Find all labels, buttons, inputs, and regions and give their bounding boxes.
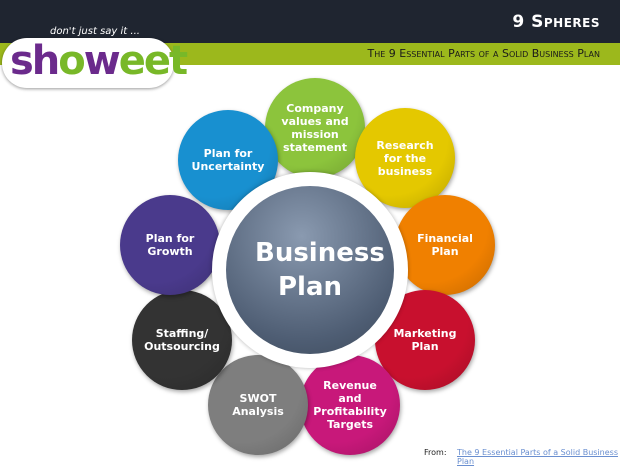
sphere-7: Plan for Growth xyxy=(120,195,220,295)
sphere-label: Revenue and Profitability Targets xyxy=(313,379,387,431)
sphere-label: Staffing/ Outsourcing xyxy=(144,327,220,353)
center-sphere: Business Plan xyxy=(226,186,394,354)
header-bar xyxy=(0,0,620,43)
logo-tagline: don't just say it ... xyxy=(50,26,140,37)
sphere-6: Staffing/ Outsourcing xyxy=(132,290,232,390)
center-label: Business Plan xyxy=(255,238,385,302)
sphere-0: Company values and mission statement xyxy=(265,78,365,178)
sphere-label: Financial Plan xyxy=(417,232,473,258)
logo-wordmark: showeet xyxy=(10,38,188,84)
sphere-2: Financial Plan xyxy=(395,195,495,295)
sphere-5: SWOT Analysis xyxy=(208,355,308,455)
from-label: From: xyxy=(424,448,447,457)
page-title: 9 Spheres xyxy=(512,12,600,32)
sphere-label: SWOT Analysis xyxy=(232,392,284,418)
sphere-label: Research for the business xyxy=(376,138,434,178)
logo-badge xyxy=(2,38,174,88)
sphere-4: Revenue and Profitability Targets xyxy=(300,355,400,455)
sphere-label: Company values and mission statement xyxy=(281,102,349,154)
sphere-label: Plan for Uncertainty xyxy=(191,147,265,173)
sphere-label: Plan for Growth xyxy=(145,232,195,258)
sphere-label: Marketing Plan xyxy=(393,327,457,353)
page-subtitle: The 9 Essential Parts of a Solid Busines… xyxy=(367,47,600,60)
source-link[interactable]: The 9 Essential Parts of a Solid Busines… xyxy=(457,448,618,466)
sphere-1: Research for the business xyxy=(355,108,455,208)
showeet-logo: don't just say it ... showeet xyxy=(2,14,188,88)
sphere-8: Plan for Uncertainty xyxy=(178,110,278,210)
